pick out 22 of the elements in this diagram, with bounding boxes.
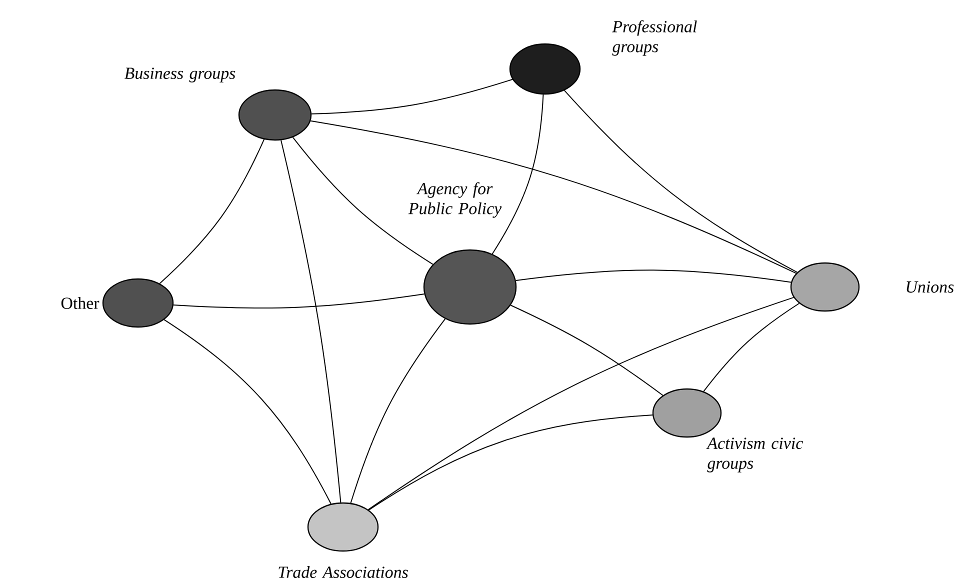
connector-line [703,302,800,392]
connector-line [280,140,342,503]
connector-line [515,270,792,283]
node-label: Agency for Public Policy [408,182,502,218]
connector-line [292,136,434,265]
node-label: Activism civic groups [706,438,803,472]
connector-line [564,90,798,273]
node-label: Trade Associations [278,566,408,578]
connector-line [510,304,664,396]
connector-line [164,319,332,504]
connector-line [310,120,797,274]
connector-line [492,94,544,254]
connector-line [173,294,425,309]
node-label: Unions [906,281,954,293]
connector-line [368,296,794,510]
node-label: Business groups [124,68,236,82]
node-label: Other [61,297,100,309]
connector-line [368,414,654,511]
connector-line [350,318,446,504]
connector-line [159,138,265,284]
node-label: Professional groups [612,20,697,56]
connector-line [311,78,513,114]
